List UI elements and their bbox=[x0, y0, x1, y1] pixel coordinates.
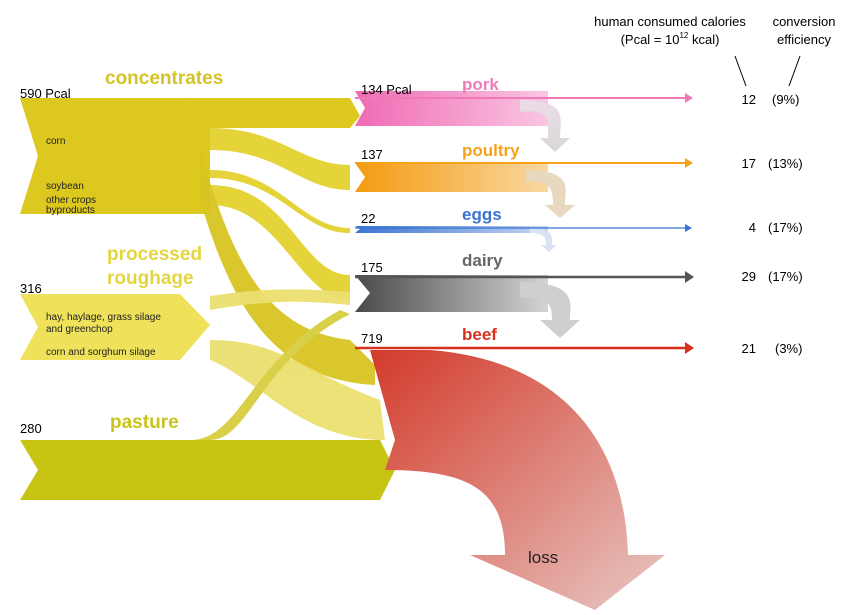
pasture-label: pasture bbox=[110, 412, 179, 433]
pork-efficiency: (9%) bbox=[772, 92, 799, 107]
beef-calories: 21 bbox=[742, 341, 756, 356]
poultry-arrow bbox=[355, 158, 693, 218]
poultry-calories: 17 bbox=[742, 156, 756, 171]
component-byproducts: byproducts bbox=[46, 205, 95, 216]
pork-label: pork bbox=[462, 75, 499, 94]
calories-header-line1: human consumed calories bbox=[594, 14, 746, 29]
poultry-efficiency: (13%) bbox=[768, 156, 803, 171]
concentrates-band bbox=[20, 98, 360, 214]
component-other-crops: other crops bbox=[46, 195, 96, 206]
roughage-label-line1: processed bbox=[107, 244, 202, 265]
efficiency-pointer bbox=[788, 55, 801, 87]
concentrate-flows bbox=[200, 128, 375, 385]
beef-efficiency: (3%) bbox=[775, 341, 802, 356]
dairy-label: dairy bbox=[462, 251, 503, 270]
efficiency-header-line1: conversion bbox=[773, 14, 836, 29]
efficiency-header-line2: efficiency bbox=[777, 32, 831, 47]
pork-input: 134 Pcal bbox=[361, 82, 412, 97]
dairy-arrow bbox=[355, 271, 694, 338]
pork-arrow bbox=[355, 91, 693, 152]
component-soybean: soybean bbox=[46, 181, 84, 192]
pasture-flows bbox=[190, 310, 350, 440]
eggs-input: 22 bbox=[361, 211, 375, 226]
component-hay: hay, haylage, grass silage bbox=[46, 312, 161, 323]
loss-arrow bbox=[370, 350, 665, 610]
beef-label: beef bbox=[462, 325, 497, 344]
roughage-flows bbox=[210, 289, 385, 440]
poultry-label: poultry bbox=[462, 141, 520, 160]
pasture-band bbox=[20, 440, 395, 500]
dairy-calories: 29 bbox=[742, 269, 756, 284]
roughage-label-line2: roughage bbox=[107, 268, 194, 289]
loss-label: loss bbox=[528, 548, 558, 567]
dairy-input: 175 bbox=[361, 260, 383, 275]
component-corn: corn bbox=[46, 136, 65, 147]
component-greenchop: and greenchop bbox=[46, 324, 113, 335]
component-silage: corn and sorghum silage bbox=[46, 347, 156, 358]
concentrates-label: concentrates bbox=[105, 68, 223, 89]
poultry-input: 137 bbox=[361, 147, 383, 162]
concentrates-value: 590 Pcal bbox=[20, 86, 71, 101]
eggs-calories: 4 bbox=[749, 220, 756, 235]
eggs-efficiency: (17%) bbox=[768, 220, 803, 235]
beef-input: 719 bbox=[361, 331, 383, 346]
pasture-value: 280 bbox=[20, 421, 42, 436]
eggs-label: eggs bbox=[462, 205, 502, 224]
calories-header-line2: (Pcal = 1012 kcal) bbox=[621, 31, 720, 47]
pork-calories: 12 bbox=[742, 92, 756, 107]
calories-pointer bbox=[734, 55, 747, 87]
roughage-band bbox=[20, 294, 210, 360]
beef-arrow bbox=[355, 342, 694, 354]
roughage-value: 316 bbox=[20, 281, 42, 296]
eggs-arrow bbox=[355, 224, 692, 252]
dairy-efficiency: (17%) bbox=[768, 269, 803, 284]
